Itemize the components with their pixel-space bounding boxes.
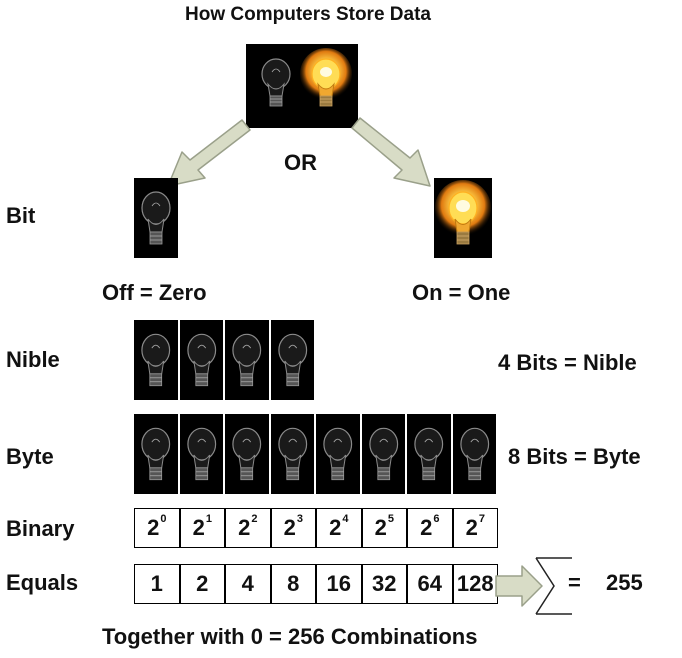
lightbulb-off-icon bbox=[186, 333, 216, 387]
bit-on-bulb bbox=[434, 178, 492, 258]
byte-bulb-row bbox=[134, 414, 498, 494]
equals-cell: 16 bbox=[316, 564, 362, 604]
lightbulb-off-icon bbox=[141, 427, 171, 481]
row-bulb bbox=[225, 414, 269, 494]
binary-base: 2 bbox=[420, 515, 433, 540]
row-bulb bbox=[270, 414, 314, 494]
lightbulb-off-icon bbox=[232, 333, 262, 387]
on-one-label: On = One bbox=[412, 280, 511, 305]
diagram-title: How Computers Store Data bbox=[185, 4, 431, 25]
bulb-pair-graphic bbox=[261, 48, 352, 107]
binary-base: 2 bbox=[374, 515, 387, 540]
nible-label: Nible bbox=[6, 347, 60, 372]
result-arrow-graphic bbox=[495, 557, 572, 615]
equals-label: Equals bbox=[6, 570, 79, 595]
lightbulb-off-icon bbox=[141, 191, 171, 245]
lightbulb-off-icon bbox=[277, 427, 307, 481]
bit-label: Bit bbox=[6, 203, 36, 228]
binary-base: 2 bbox=[283, 515, 296, 540]
lightbulb-off-icon bbox=[186, 427, 216, 481]
top-bulb-pair bbox=[246, 44, 358, 128]
lightbulb-on-icon bbox=[435, 180, 491, 245]
result-bracket-icon bbox=[535, 557, 572, 615]
lightbulb-off-icon bbox=[323, 427, 353, 481]
row-bulb bbox=[270, 320, 314, 400]
equals-cell: 128 bbox=[452, 564, 498, 604]
off-zero-label: Off = Zero bbox=[102, 280, 207, 305]
binary-exponent: 1 bbox=[205, 513, 212, 525]
row-bulb bbox=[452, 414, 496, 494]
row-bulb bbox=[361, 414, 405, 494]
binary-exponent: 3 bbox=[296, 513, 303, 525]
equals-cell: 2 bbox=[179, 564, 225, 604]
row-bulb bbox=[134, 320, 178, 400]
lightbulb-off-icon bbox=[368, 427, 398, 481]
byte-caption: 8 Bits = Byte bbox=[508, 444, 641, 469]
binary-base: 2 bbox=[238, 515, 251, 540]
bit-off-bulb bbox=[134, 178, 178, 258]
byte-label: Byte bbox=[6, 444, 54, 469]
binary-exponent: 7 bbox=[478, 513, 485, 525]
binary-base: 2 bbox=[329, 515, 342, 540]
lightbulb-off-icon bbox=[414, 427, 444, 481]
row-bulb bbox=[316, 414, 360, 494]
nible-caption: 4 Bits = Nible bbox=[498, 350, 637, 375]
equals-cell: 32 bbox=[361, 564, 407, 604]
left-arrow-icon bbox=[167, 119, 251, 187]
binary-label: Binary bbox=[6, 516, 75, 541]
lightbulb-off-icon bbox=[141, 333, 171, 387]
equals-cell: 8 bbox=[270, 564, 316, 604]
binary-base: 2 bbox=[192, 515, 205, 540]
row-bulb bbox=[179, 320, 223, 400]
binary-exponent: 2 bbox=[251, 513, 258, 525]
binary-exponent: 6 bbox=[433, 513, 440, 525]
or-label: OR bbox=[284, 150, 317, 175]
row-bulb bbox=[134, 414, 178, 494]
lightbulb-off-icon bbox=[277, 333, 307, 387]
binary-base: 2 bbox=[465, 515, 478, 540]
binary-exponent: 0 bbox=[160, 513, 167, 525]
lightbulb-off-icon bbox=[459, 427, 489, 481]
footer-caption: Together with 0 = 256 Combinations bbox=[102, 624, 478, 649]
result-arrow-icon bbox=[495, 565, 543, 607]
binary-exponent: 5 bbox=[387, 513, 394, 525]
row-bulb bbox=[225, 320, 269, 400]
result-equals-sign: = bbox=[568, 570, 581, 595]
lightbulb-on-icon bbox=[300, 48, 352, 107]
equals-cell: 4 bbox=[225, 564, 271, 604]
equals-cell: 1 bbox=[134, 564, 180, 604]
equals-cell: 64 bbox=[407, 564, 453, 604]
nible-bulb-row bbox=[134, 320, 318, 400]
right-arrow-icon bbox=[351, 117, 431, 187]
row-bulb bbox=[407, 414, 451, 494]
lightbulb-off-icon bbox=[232, 427, 262, 481]
result-value: 255 bbox=[606, 570, 643, 595]
row-bulb bbox=[179, 414, 223, 494]
binary-exponent: 4 bbox=[342, 513, 349, 525]
binary-base: 2 bbox=[147, 515, 160, 540]
lightbulb-off-icon bbox=[261, 58, 291, 107]
